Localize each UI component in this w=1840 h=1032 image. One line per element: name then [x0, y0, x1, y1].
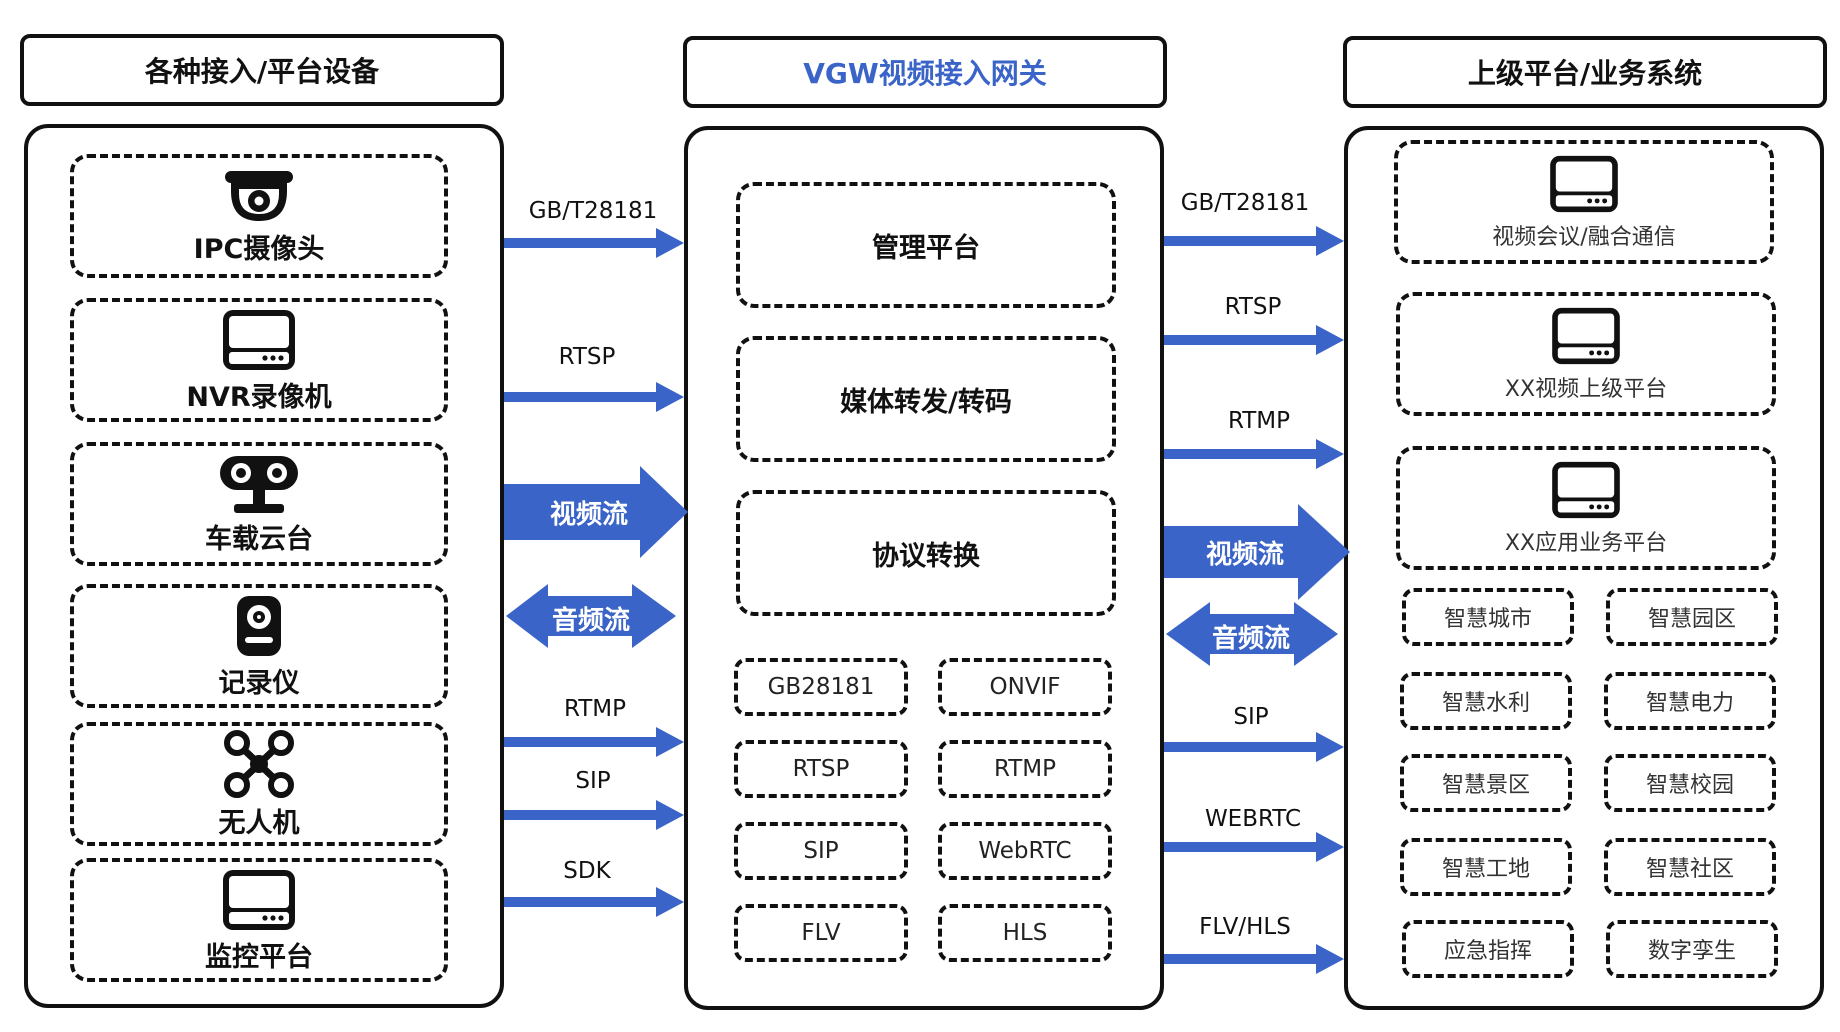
device-label-ipc: IPC摄像头 [193, 233, 325, 265]
left-column-title: 各种接入/平台设备 [20, 34, 504, 106]
arrow-label-right-flv: FLV/HLS [1199, 914, 1291, 940]
target-item-business-platform: XX应用业务平台 [1396, 446, 1776, 570]
app-tag: 智慧校园 [1604, 754, 1776, 812]
module-management: 管理平台 [736, 182, 1116, 308]
app-tag: 智慧社区 [1604, 838, 1776, 896]
device-label-drone: 无人机 [218, 807, 300, 839]
server-icon [1544, 153, 1624, 215]
arrow-label-right-sip: SIP [1233, 704, 1269, 730]
module-label: 媒体转发/转码 [840, 386, 1012, 418]
arrow-right-sip [1164, 732, 1344, 762]
arrow-left-sip [504, 800, 684, 830]
server-icon [1546, 305, 1626, 367]
arrow-left-audio [506, 584, 676, 648]
protocol-tag: GB28181 [734, 658, 908, 716]
protocol-tag: ONVIF [938, 658, 1112, 716]
arrow-label-left-rtsp: RTSP [558, 344, 616, 370]
arrow-left-rtmp [504, 727, 684, 757]
arrow-label-right-webrtc: WEBRTC [1204, 806, 1302, 832]
protocol-tag: WebRTC [938, 822, 1112, 880]
arrow-left-gb [504, 228, 684, 258]
arrow-right-rtsp [1164, 325, 1344, 355]
arrow-right-gb [1164, 226, 1344, 256]
module-label: 协议转换 [872, 540, 980, 572]
platform-server-icon [217, 867, 301, 933]
arrow-label-right-rtmp: RTMP [1227, 408, 1291, 434]
vehicle-ptz-icon [216, 453, 302, 515]
server-icon [1546, 459, 1626, 521]
arrow-label-right-audio: 音频流 [1211, 624, 1290, 654]
arrow-right-flv [1164, 944, 1344, 974]
arrow-label-right-rtsp: RTSP [1224, 294, 1282, 320]
arrow-label-left-gb: GB/T28181 [528, 198, 658, 224]
arrow-right-webrtc [1164, 832, 1344, 862]
module-label: 管理平台 [872, 232, 980, 264]
device-label-vehicle-ptz: 车载云台 [205, 523, 313, 555]
arrow-left-video [504, 466, 688, 558]
device-item-recorder: 记录仪 [70, 584, 448, 708]
target-item-upper-platform: XX视频上级平台 [1396, 292, 1776, 416]
module-media-transcode: 媒体转发/转码 [736, 336, 1116, 462]
protocol-tag: SIP [734, 822, 908, 880]
protocol-tag: FLV [734, 904, 908, 962]
center-column-title: VGW视频接入网关 [683, 36, 1167, 108]
app-tag: 智慧工地 [1400, 838, 1572, 896]
body-recorder-icon [231, 593, 287, 659]
device-label-nvr: NVR录像机 [186, 381, 332, 413]
nvr-device-icon [217, 307, 301, 373]
module-protocol-convert: 协议转换 [736, 490, 1116, 616]
device-item-drone: 无人机 [70, 722, 448, 846]
app-tag: 应急指挥 [1402, 920, 1574, 978]
arrow-right-rtmp [1164, 439, 1344, 469]
app-tag: 数字孪生 [1606, 920, 1778, 978]
dome-camera-icon [222, 167, 296, 225]
device-item-nvr: NVR录像机 [70, 298, 448, 422]
device-label-recorder: 记录仪 [218, 667, 300, 699]
arrow-label-left-sdk: SDK [563, 858, 611, 884]
arrow-left-rtsp [504, 382, 684, 412]
arrow-right-video [1164, 504, 1350, 600]
arrow-label-left-sip: SIP [575, 768, 611, 794]
device-item-vehicle-ptz: 车载云台 [70, 442, 448, 566]
left-arrows [504, 228, 688, 917]
target-label: XX视频上级平台 [1504, 377, 1668, 402]
arrow-label-right-video: 视频流 [1205, 540, 1284, 570]
device-item-ipc: IPC摄像头 [70, 154, 448, 278]
arrow-label-left-audio: 音频流 [551, 606, 630, 636]
arrow-right-audio [1166, 602, 1338, 666]
arrow-label-left-video: 视频流 [549, 500, 628, 530]
right-column-title: 上级平台/业务系统 [1343, 36, 1827, 108]
app-tag: 智慧水利 [1400, 672, 1572, 730]
target-item-video-conference: 视频会议/融合通信 [1394, 140, 1774, 264]
drone-icon [223, 729, 295, 799]
arrow-left-sdk [504, 887, 684, 917]
app-tag: 智慧城市 [1402, 588, 1574, 646]
protocol-tag: RTMP [938, 740, 1112, 798]
app-tag: 智慧景区 [1400, 754, 1572, 812]
arrow-label-right-gb: GB/T28181 [1180, 190, 1310, 216]
app-tag: 智慧电力 [1604, 672, 1776, 730]
protocol-tag: RTSP [734, 740, 908, 798]
arrow-label-left-rtmp: RTMP [563, 696, 627, 722]
device-label-platform: 监控平台 [205, 941, 313, 973]
target-label: 视频会议/融合通信 [1492, 225, 1676, 250]
right-arrows [1164, 226, 1350, 974]
app-tag: 智慧园区 [1606, 588, 1778, 646]
target-label: XX应用业务平台 [1504, 531, 1668, 556]
protocol-tag: HLS [938, 904, 1112, 962]
device-item-platform: 监控平台 [70, 858, 448, 982]
